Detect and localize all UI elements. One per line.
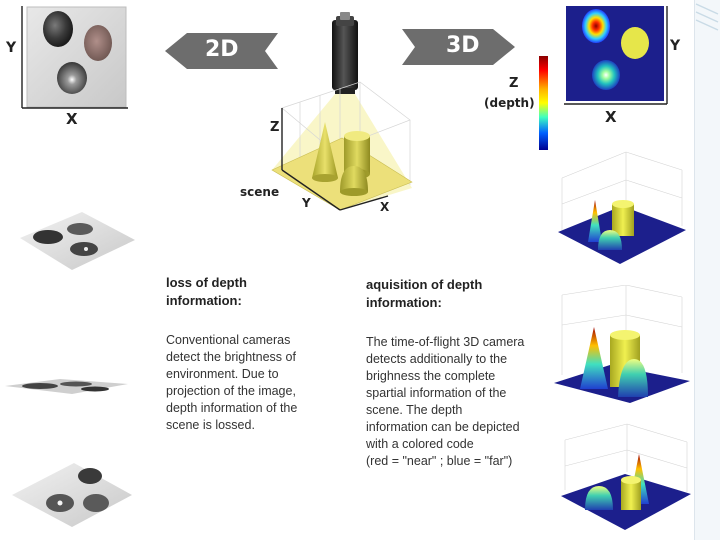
paragraph-3d-line: scene. The depth	[366, 403, 463, 417]
paragraph-3d-line: information can be depicted	[366, 420, 520, 434]
scene-x-axis-label: X	[380, 200, 390, 214]
paragraph-2d-line: detect the brightness of	[166, 350, 296, 364]
arrow-2d-label: 2D	[205, 37, 239, 62]
right-x-axis-label: X	[605, 108, 617, 126]
surface-plot-2	[554, 285, 690, 403]
paragraph-2d-line: depth information of the	[166, 401, 298, 415]
arrow-2d-shape	[165, 33, 278, 69]
iso-2d-view-1	[20, 212, 135, 270]
surface-plot-3	[561, 423, 691, 530]
depth-map-topview	[539, 6, 668, 150]
scene-y-axis-label: Y	[302, 196, 311, 210]
camera-scene-diagram	[271, 12, 413, 211]
left-x-axis-label: X	[66, 110, 78, 128]
scene-z-axis-label: Z	[270, 120, 280, 135]
iso-2d-view-3	[12, 463, 132, 527]
surface-plot-1	[558, 151, 686, 264]
paragraph-3d: The time-of-flight 3D camera detects add…	[366, 334, 546, 470]
paragraph-3d-line: The time-of-flight 3D camera	[366, 335, 525, 349]
paragraph-2d: Conventional cameras detect the brightne…	[166, 332, 326, 434]
paragraph-2d-line: environment. Due to	[166, 367, 279, 381]
arrow-3d-shape	[402, 29, 515, 65]
paragraph-2d-line: projection of the image,	[166, 384, 296, 398]
paragraph-2d-line: Conventional cameras	[166, 333, 291, 347]
slide-side-bar	[694, 0, 720, 540]
heading-3d-line1: aquisition of depth	[366, 277, 483, 292]
right-y-axis-label: Y	[670, 38, 681, 54]
paragraph-3d-line: with a colored code	[366, 437, 474, 451]
image-2d-topview	[21, 6, 128, 109]
heading-3d-line2: information:	[366, 295, 442, 310]
heading-2d-line1: loss of depth	[166, 275, 247, 290]
colorbar-depth-label: (depth)	[484, 96, 535, 110]
left-y-axis-label: Y	[6, 40, 17, 56]
heading-2d-line2: information:	[166, 293, 242, 308]
scene-label: scene	[240, 185, 280, 199]
paragraph-3d-line: detects additionally to the	[366, 352, 508, 366]
arrow-3d-label: 3D	[446, 33, 480, 58]
iso-2d-view-2	[5, 379, 128, 394]
paragraph-3d-line: spartial information of the	[366, 386, 507, 400]
paragraph-3d-line: (red = "near" ; blue = "far")	[366, 454, 513, 468]
paragraph-3d-line: brighness the complete	[366, 369, 496, 383]
corner-decoration-icon	[695, 3, 719, 31]
paragraph-2d-line: scene is lossed.	[166, 418, 255, 432]
colorbar-z-label: Z	[509, 76, 519, 91]
